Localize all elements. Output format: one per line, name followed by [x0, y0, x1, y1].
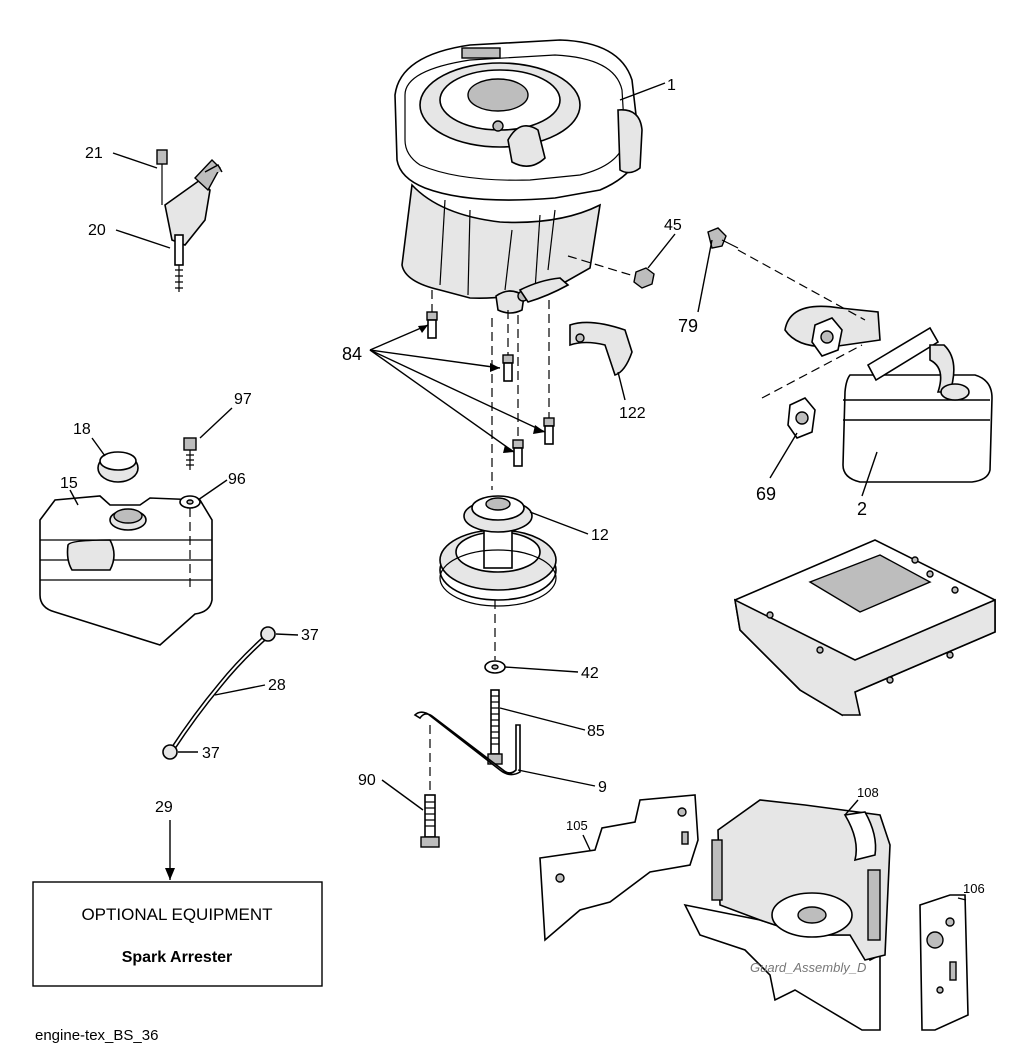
washer [484, 660, 506, 674]
callout-2: 2 [857, 499, 867, 519]
callout-37-bottom: 37 [202, 745, 220, 762]
muffler-bolt [707, 227, 739, 249]
callout-108: 108 [857, 785, 879, 800]
callout-84: 84 [342, 344, 362, 364]
pulley-bolt [487, 689, 503, 765]
callout-96: 96 [228, 471, 246, 488]
callout-12: 12 [591, 527, 609, 544]
callout-37-top: 37 [301, 627, 319, 644]
optional-equipment-box: OPTIONAL EQUIPMENT Spark Arrester [32, 881, 323, 987]
callouts: 1 2 9 12 15 18 20 21 28 29 37 37 42 45 6… [60, 77, 985, 896]
callout-122: 122 [619, 405, 646, 422]
tank-bolt [179, 437, 201, 590]
callout-18: 18 [73, 421, 91, 438]
arrowheads [165, 325, 545, 880]
nut [633, 267, 655, 289]
fuel-cap [97, 451, 139, 483]
throttle-control [156, 149, 223, 292]
rod [413, 711, 521, 793]
bracket [569, 321, 633, 376]
fuel-line [162, 626, 276, 760]
side-shield-left [539, 794, 699, 942]
callout-105: 105 [566, 818, 588, 833]
callout-29: 29 [155, 799, 173, 816]
callout-1: 1 [667, 77, 676, 94]
callout-79: 79 [678, 316, 698, 336]
gasket [787, 397, 816, 439]
callout-45: 45 [664, 217, 682, 234]
engine-bolts [426, 290, 555, 490]
optional-equipment-item: Spark Arrester [122, 949, 233, 966]
callout-15: 15 [60, 475, 78, 492]
callout-90: 90 [358, 772, 376, 789]
engine-shroud-pan: Guard_Assembly_D [683, 799, 891, 1031]
fuel-tank [39, 495, 213, 646]
muffler [784, 305, 993, 483]
callout-69: 69 [756, 484, 776, 504]
callout-21: 21 [85, 145, 103, 162]
pulley [439, 495, 557, 607]
chassis-frame [733, 539, 996, 717]
leader-lines [69, 82, 967, 901]
callout-85: 85 [587, 723, 605, 740]
rod-bolt [420, 794, 440, 848]
callout-20: 20 [88, 222, 106, 239]
stamp-text: Guard_Assembly_D [750, 960, 866, 975]
callout-9: 9 [598, 779, 607, 796]
side-shield-right [919, 894, 969, 1031]
callout-106: 106 [963, 881, 985, 896]
drawing-reference-code: engine-tex_BS_36 [35, 1027, 158, 1044]
callout-42: 42 [581, 665, 599, 682]
callout-97: 97 [234, 391, 252, 408]
callout-28: 28 [268, 677, 286, 694]
optional-equipment-title: OPTIONAL EQUIPMENT [81, 905, 272, 924]
engine [394, 39, 643, 314]
